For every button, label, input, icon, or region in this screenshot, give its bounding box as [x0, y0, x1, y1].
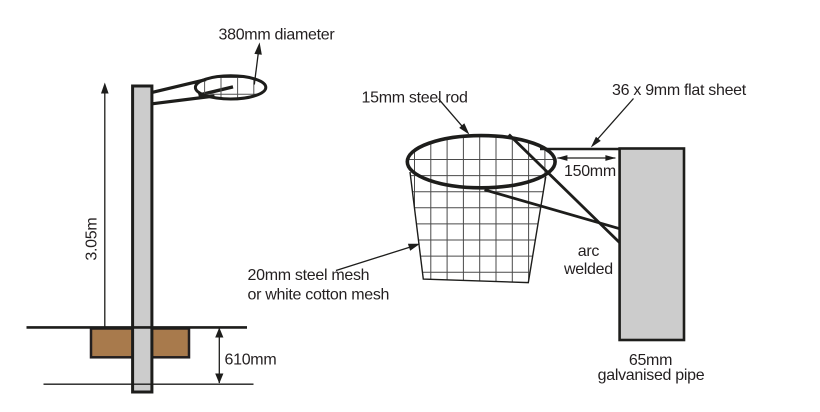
svg-text:610mm: 610mm [225, 352, 277, 369]
svg-text:65mm: 65mm [629, 352, 672, 369]
svg-text:36 x 9mm flat sheet: 36 x 9mm flat sheet [612, 82, 747, 99]
svg-text:galvanised pipe: galvanised pipe [598, 367, 705, 384]
svg-text:arc: arc [578, 243, 600, 260]
svg-text:3.05m: 3.05m [84, 218, 101, 261]
svg-text:welded: welded [563, 261, 613, 278]
svg-text:380mm diameter: 380mm diameter [219, 26, 336, 43]
svg-text:15mm steel rod: 15mm steel rod [362, 90, 468, 107]
svg-text:20mm steel mesh: 20mm steel mesh [248, 267, 370, 284]
svg-text:or white cotton mesh: or white cotton mesh [248, 286, 390, 303]
svg-text:150mm: 150mm [564, 163, 616, 180]
